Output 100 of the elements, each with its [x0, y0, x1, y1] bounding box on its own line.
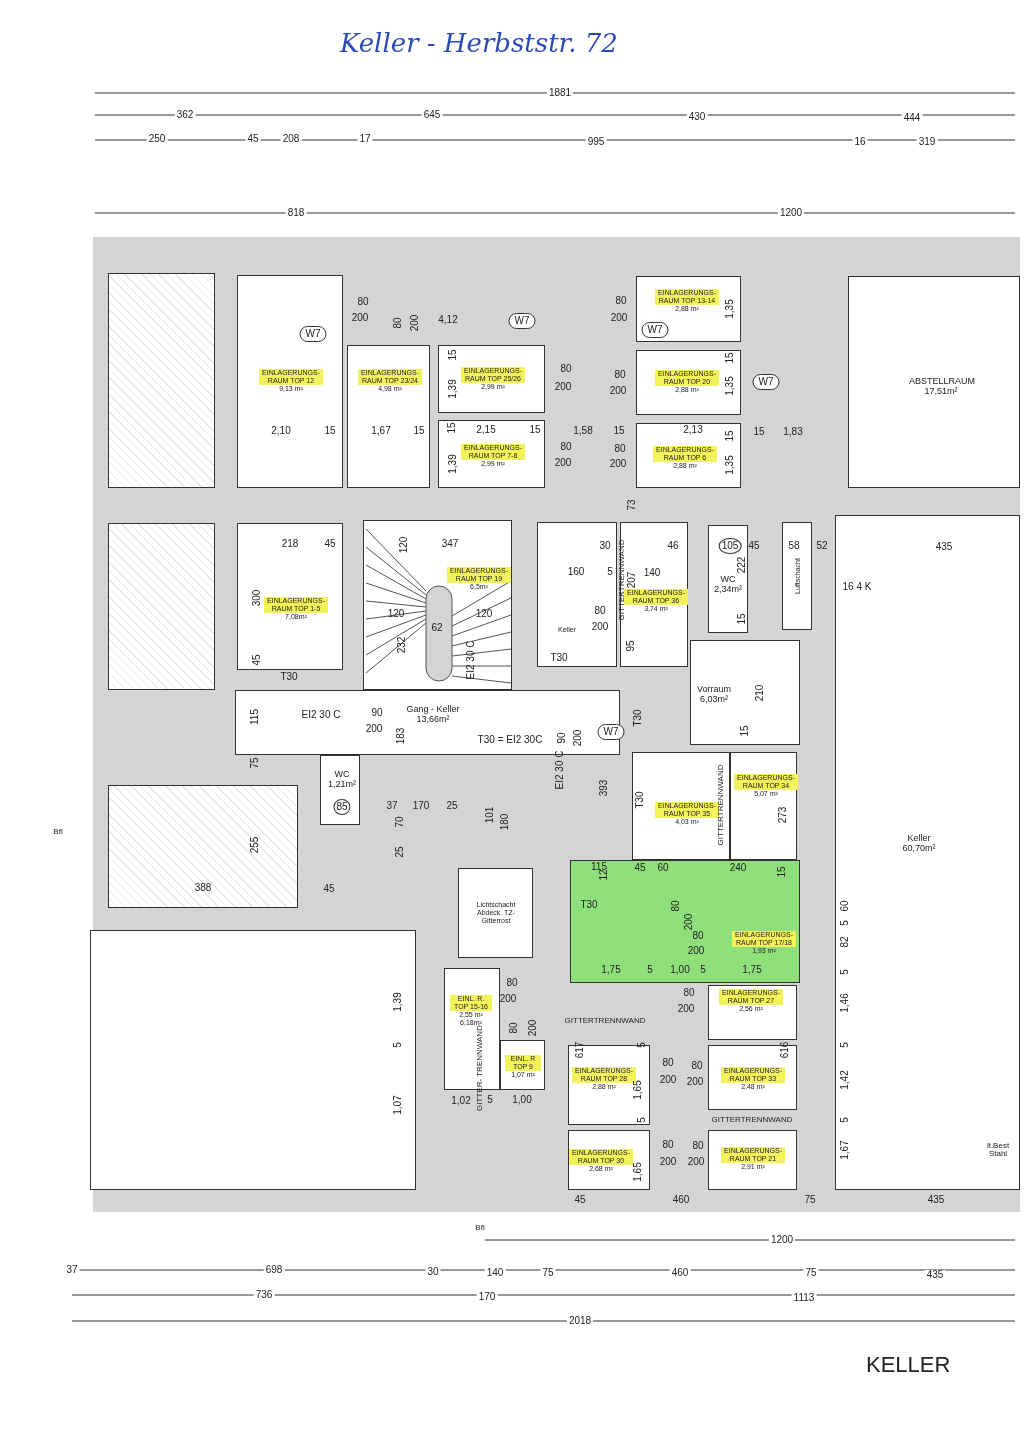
door-size-text: 200: [410, 314, 420, 332]
dimension-text: 208: [280, 134, 302, 144]
wall-note: GITTERTRENNWAND: [618, 539, 626, 621]
dimension-text: 1,02: [451, 1096, 471, 1106]
door-rating-text: T30 = EI2 30C: [477, 735, 543, 745]
level-mark: Bfl: [53, 828, 63, 836]
dimension-text: 5: [487, 1095, 493, 1105]
door-size-text: 200: [687, 946, 705, 956]
door-size-text: 200: [659, 1157, 677, 1167]
note-text: 16 4 K: [842, 582, 872, 592]
area-text: 17,51m²: [923, 386, 959, 397]
door-size-text: 200: [609, 459, 627, 469]
dimension-text: 388: [194, 883, 212, 893]
door-size-text: 80: [692, 931, 704, 941]
dimension-text: 30: [599, 541, 611, 551]
door-rating-text: EI2 30 C: [466, 640, 476, 680]
handwritten-title: Keller - Herbststr. 72: [340, 28, 618, 58]
dimension-text: 1,83: [783, 427, 803, 437]
dimension-text: 5: [393, 1042, 403, 1048]
dimension-text: 362: [174, 110, 196, 120]
dimension-text: 319: [916, 137, 938, 147]
dimension-text: 1,67: [840, 1138, 850, 1162]
dimension-text: 435: [933, 542, 955, 552]
door-size-text: 80: [615, 296, 627, 306]
dimension-text: 25: [395, 846, 405, 858]
area-text: 6,03m²: [699, 694, 729, 705]
door-size-text: 200: [573, 729, 583, 747]
dimension-text: 5: [700, 965, 706, 975]
storage-room: [708, 1130, 797, 1190]
dimension-text: 120: [475, 609, 493, 619]
door-size-text: 80: [357, 297, 369, 307]
dimension-text: 160: [567, 567, 585, 577]
dimension-text: 37: [64, 1265, 80, 1275]
door-size-text: 200: [609, 386, 627, 396]
dimension-text: 995: [585, 137, 607, 147]
dimension-text: 1,39: [448, 379, 458, 399]
storage-room: [632, 752, 730, 860]
dimension-text: 645: [421, 110, 443, 120]
dimension-text: 435: [924, 1270, 946, 1280]
door-size-text: 80: [691, 1061, 703, 1071]
dimension-text: 15: [737, 613, 747, 625]
storage-room: [636, 423, 741, 488]
door-size-text: 200: [365, 724, 383, 734]
area-text: 2,34m²: [713, 584, 743, 595]
dimension-text: 300: [252, 589, 262, 607]
dimension-text: 120: [387, 609, 405, 619]
door-size-text: 200: [554, 382, 572, 392]
dimension-text: 52: [816, 541, 828, 551]
door-size-text: 80: [560, 442, 572, 452]
dimension-text: 37: [386, 801, 398, 811]
dimension-text: 15: [413, 426, 425, 436]
dimension-text: 1200: [768, 1235, 796, 1245]
dimension-text: 222: [737, 556, 747, 574]
door-size-text: 200: [659, 1075, 677, 1085]
dimension-text: 218: [281, 539, 299, 549]
dimension-text: 70: [395, 816, 405, 828]
dimension-text: 15: [613, 426, 625, 436]
dimension-text: 2,15: [476, 425, 496, 435]
door-size-text: 80: [506, 978, 518, 988]
door-rating-text: T30: [280, 672, 298, 682]
dimension-text: 5: [840, 967, 850, 977]
wall-note: GITTERTRENNWAND: [564, 1017, 646, 1025]
storage-room: [438, 345, 545, 413]
dimension-text: 207: [627, 571, 637, 589]
door-rating-text: EI2 30 C: [301, 710, 341, 720]
dimension-text: 1,46: [840, 991, 850, 1015]
dimension-text: 15: [753, 427, 765, 437]
dimension-text: 273: [778, 806, 788, 824]
door-size-text: 80: [560, 364, 572, 374]
door-size-text: 80: [614, 370, 626, 380]
dimension-text: 45: [323, 884, 335, 894]
storage-room: [500, 1040, 545, 1090]
dimension-text: 183: [396, 727, 406, 745]
plan-caption: KELLER: [866, 1352, 951, 1378]
dimension-text: 2,10: [271, 426, 291, 436]
storage-room: [237, 523, 343, 670]
dimension-text: 1200: [777, 208, 805, 218]
dimension-text: 430: [686, 112, 708, 122]
dimension-text: 2,13: [683, 425, 703, 435]
dimension-text: 75: [804, 1195, 816, 1205]
dimension-text: 1881: [546, 88, 574, 98]
dimension-text: 25: [446, 801, 458, 811]
cellar-room: [835, 515, 1020, 1190]
note-text: lt.Best Stahl: [985, 1142, 1011, 1158]
dimension-text: 15: [740, 725, 750, 737]
door-size-text: 80: [393, 317, 403, 329]
door-size-text: 200: [499, 994, 517, 1004]
dimension-text: 75: [803, 1268, 819, 1278]
hatched-area: [108, 273, 215, 488]
toilet-room: [320, 755, 360, 825]
dimension-text: 45: [245, 134, 261, 144]
dimension-text: 62: [431, 623, 443, 633]
area-text: 13,66m²: [415, 714, 451, 725]
storage-room: [347, 345, 430, 488]
dimension-text: 58: [788, 541, 800, 551]
storage-room: [636, 350, 741, 415]
dimension-text: 616: [780, 1041, 790, 1059]
door-size-text: 80: [662, 1058, 674, 1068]
dimension-text: 60: [840, 898, 850, 914]
door-size-text: 200: [677, 1004, 695, 1014]
